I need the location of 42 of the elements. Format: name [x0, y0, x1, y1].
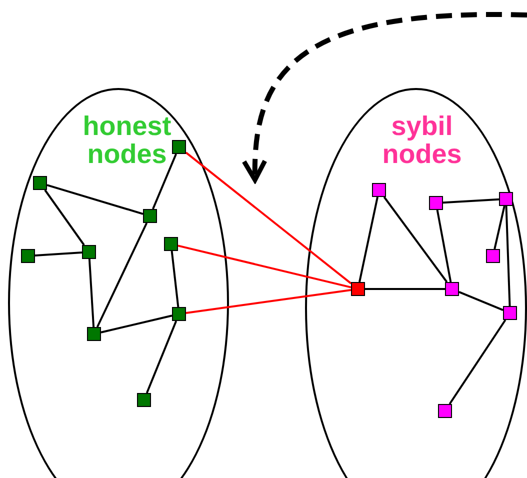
connector-line [494, 206, 506, 250]
node-square [137, 393, 151, 407]
node-square [486, 249, 500, 263]
node-square [499, 192, 513, 206]
connector-line [365, 288, 445, 290]
node-square [351, 282, 365, 296]
connector-line [152, 154, 177, 210]
connector-line [170, 250, 180, 308]
connector-line [146, 320, 178, 394]
connector-line [88, 258, 95, 328]
group-title: sybil nodes [381, 112, 463, 168]
node-square [172, 140, 186, 154]
connector-line [358, 196, 378, 282]
node-square [87, 327, 101, 341]
node-square [82, 245, 96, 259]
connector-line [100, 314, 172, 334]
group-ellipse [305, 88, 527, 478]
connector-line [442, 198, 500, 204]
connector-line [46, 184, 144, 215]
connector-line [185, 152, 352, 284]
connector-line [44, 189, 85, 246]
connector-line [186, 288, 352, 314]
group-title: honest nodes [82, 112, 172, 168]
node-square [143, 209, 157, 223]
group-ellipse [8, 88, 229, 478]
node-square [164, 237, 178, 251]
node-square [33, 176, 47, 190]
node-square [503, 306, 517, 320]
connector-line [178, 244, 352, 288]
connector-line [96, 222, 148, 328]
node-square [372, 183, 386, 197]
connector-line [448, 319, 506, 405]
node-square [172, 307, 186, 321]
connector-line [383, 196, 448, 283]
node-square [429, 196, 443, 210]
connector-line [436, 210, 452, 282]
node-square [438, 404, 452, 418]
node-square [21, 249, 35, 263]
connector-line [458, 290, 504, 312]
node-square [445, 282, 459, 296]
connector-line [34, 251, 82, 257]
connector-line [505, 206, 511, 306]
